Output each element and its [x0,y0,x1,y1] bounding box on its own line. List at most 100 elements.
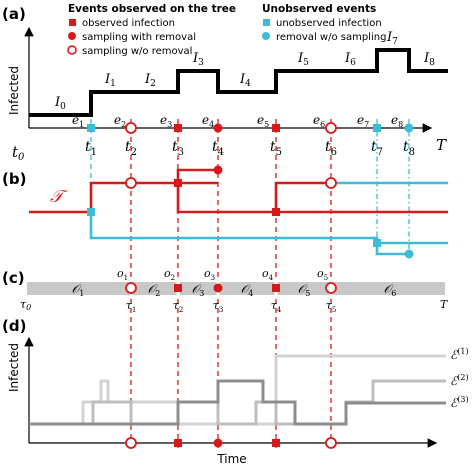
level-label-1: I1 [104,72,116,89]
observation-label-1: o1 [117,267,128,282]
obs-marker-4 [272,284,280,292]
legend-sampling-with-removal-marker [68,32,76,40]
time-label-8: t8 [403,139,415,158]
observation-label-2: o2 [164,267,175,282]
event-marker-8 [404,123,414,133]
legend-sampling-with-removal: sampling with removal [82,32,196,43]
tau-label-3: τ3 [213,299,224,314]
observation-band [27,282,445,295]
event-marker-5 [272,124,280,132]
event-marker-7 [373,124,381,132]
legend-observed-infection: observed infection [82,18,175,29]
tau-label-2: τ2 [173,299,184,314]
panel-a-ylabel: Infected [7,66,21,115]
event-label-5: e5 [257,113,269,129]
time-label-1: t1 [85,139,97,158]
event-marker-1 [87,124,95,132]
level-label-2: I2 [144,72,156,89]
legend-sampling-without-removal-marker [67,45,77,55]
event-label-6: e6 [313,113,325,129]
event-label-1: e1 [72,113,84,129]
legend-unobserved-title: Unobserved events [262,3,376,15]
observation-label-4: o4 [262,267,274,282]
legend-observed-title: Events observed on the tree [68,3,236,15]
trajectory-label-1: ℰ(1) [450,347,469,362]
level-label-4: I4 [239,72,251,89]
tree-sampling-without-removal-1 [125,177,137,189]
legend-removal-without-sampling-marker [262,32,270,40]
tree-unobserved-infection-1 [87,208,95,216]
panel-d-label: (d) [2,317,26,335]
time-label-2: t2 [125,139,137,158]
panel-a-axis-T: T [436,136,447,154]
tree-removal-without-sampling-1 [404,249,414,259]
obs-marker-2 [174,284,182,292]
panel-d-xlabel: Time [216,452,246,466]
tree-unobserved-infection-2 [373,239,381,247]
tree-branch-lineage-2 [176,168,218,183]
tree-observed-infection-2 [272,208,280,216]
d-marker-3 [213,438,223,448]
level-label-3: I3 [192,51,204,68]
panel-d-markers [125,437,337,449]
legend-observed-infection-marker [69,19,76,26]
panel-a-t0: t0 [12,143,25,163]
observation-label-5: o5 [317,267,328,282]
tree-sampling-with-removal-1 [213,165,223,175]
interval-label-2: 𝒪2 [148,282,161,298]
trajectory-3 [29,379,446,426]
event-label-4: e4 [202,113,214,129]
level-label-0: I0 [54,95,66,112]
event-label-7: e7 [357,113,369,129]
infected-count-step [29,48,448,117]
interval-label-3: 𝒪3 [192,282,205,298]
d-marker-1 [125,437,137,449]
trajectory-label-2: ℰ(2) [450,373,469,388]
tree-markers [87,165,414,259]
tau-label-4: τ4 [271,299,282,314]
panel-b-label: (b) [2,170,26,188]
obs-marker-1 [125,282,137,294]
observation-label-3: o3 [204,267,215,282]
level-label-6: I6 [344,51,356,68]
legend-removal-without-sampling: removal w/o sampling [276,32,386,43]
legend-sampling-without-removal: sampling w/o removal [82,46,192,57]
panel-c-axis-T: T [440,298,449,311]
tree-branch-unobserved-3 [375,243,409,256]
interval-label-5: 𝒪5 [298,282,311,298]
trajectories [29,354,446,426]
time-label-7: t7 [371,139,383,158]
level-label-8: I8 [423,51,435,68]
d-marker-4 [272,439,280,447]
panel-c-tau0: τ0 [20,298,31,312]
time-labels: t1 t2 t3 t4 t5 t6 t7 t8 [85,139,415,158]
time-label-4: t4 [212,139,224,158]
tree-branch-unobserved-1 [89,212,379,243]
event-label-2: e2 [114,113,126,129]
panel-a-label: (a) [2,5,26,23]
obs-marker-5 [325,282,337,294]
time-label-6: t6 [325,139,337,158]
legend-unobserved-infection: unobserved infection [276,18,382,29]
interval-label-1: 𝒪1 [72,282,85,298]
time-label-5: t5 [270,139,282,158]
time-label-3: t3 [172,139,184,158]
panel-c-label: (c) [2,269,25,287]
legend: Events observed on the tree observed inf… [67,3,386,57]
tree-observed-infection-1 [174,179,182,187]
tau-label-1: τ1 [126,299,137,314]
observation-labels: o1 o2 o3 o4 o5 [117,267,328,282]
observation-markers [125,282,337,294]
trajectory-labels: ℰ(1)ℰ(2)ℰ(3) [450,347,469,410]
level-label-5: I5 [297,51,309,68]
d-marker-5 [325,437,337,449]
tree-label: 𝒯 [50,187,68,207]
interval-label-6: 𝒪6 [384,282,397,298]
event-label-8: e8 [391,113,403,129]
event-marker-6 [325,122,337,134]
d-marker-2 [174,439,182,447]
